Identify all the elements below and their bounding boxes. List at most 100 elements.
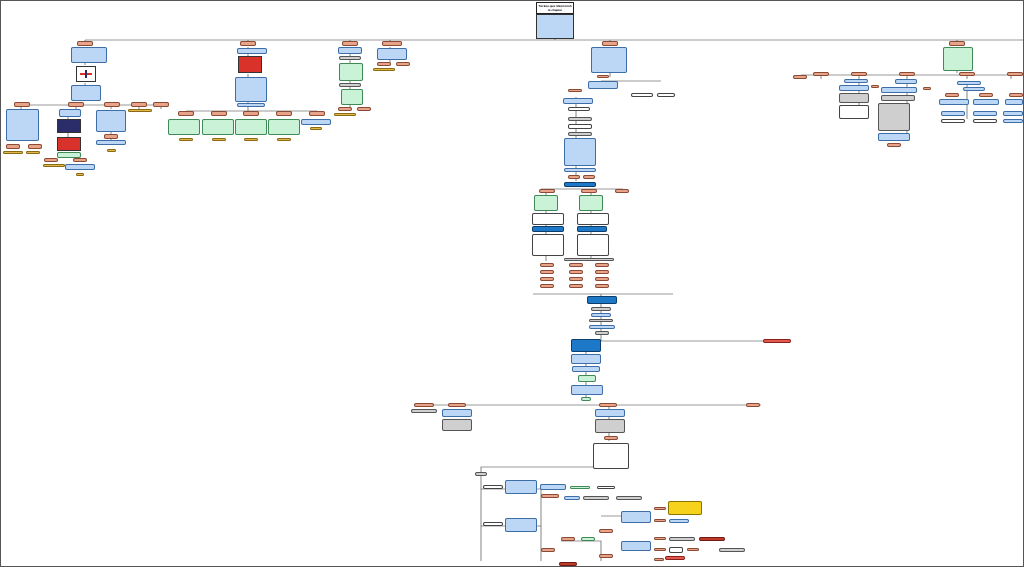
topic-node[interactable] <box>599 554 613 558</box>
note-node[interactable] <box>96 140 126 145</box>
grey-node[interactable] <box>878 103 910 131</box>
note-node[interactable] <box>338 47 362 54</box>
topic-node[interactable] <box>654 507 666 510</box>
topic-node[interactable] <box>77 41 93 46</box>
white-node[interactable] <box>631 93 653 97</box>
alert-node[interactable] <box>699 537 725 541</box>
white-node[interactable] <box>532 234 564 256</box>
note-node[interactable] <box>839 85 869 91</box>
leaf-node[interactable] <box>212 138 226 141</box>
topic-node[interactable] <box>28 144 42 149</box>
emphasis-node[interactable] <box>577 226 607 232</box>
leaf-node[interactable] <box>128 109 152 112</box>
topic-node[interactable] <box>687 548 699 551</box>
green-note-node[interactable] <box>570 486 590 489</box>
topic-node[interactable] <box>561 537 575 541</box>
green-note-node[interactable] <box>534 195 558 211</box>
leaf-node[interactable] <box>310 127 322 130</box>
note-node[interactable] <box>895 79 917 84</box>
topic-node[interactable] <box>899 72 915 76</box>
green-note-node[interactable] <box>341 89 363 105</box>
leaf-node[interactable] <box>373 68 395 71</box>
topic-node[interactable] <box>595 277 609 281</box>
topic-node[interactable] <box>602 41 618 46</box>
note-node[interactable] <box>973 111 997 116</box>
topic-node[interactable] <box>1009 93 1023 97</box>
note-node[interactable] <box>563 98 593 104</box>
topic-node[interactable] <box>654 519 666 522</box>
note-node[interactable] <box>963 87 985 91</box>
emphasis-node[interactable] <box>564 182 596 187</box>
topic-node[interactable] <box>338 107 352 111</box>
green-note-node[interactable] <box>578 375 596 382</box>
topic-node[interactable] <box>414 403 434 407</box>
topic-node[interactable] <box>540 263 554 267</box>
grey-node[interactable] <box>583 496 609 500</box>
topic-node[interactable] <box>569 284 583 288</box>
white-node[interactable] <box>973 119 997 123</box>
note-node[interactable] <box>571 354 601 364</box>
topic-node[interactable] <box>211 111 227 116</box>
note-node[interactable] <box>572 366 600 372</box>
grey-node[interactable] <box>616 496 642 500</box>
topic-node[interactable] <box>153 102 169 107</box>
topic-node[interactable] <box>541 548 555 552</box>
topic-node[interactable] <box>44 158 58 162</box>
note-node[interactable] <box>881 87 917 93</box>
note-node[interactable] <box>591 47 627 73</box>
note-node[interactable] <box>505 518 537 532</box>
white-node[interactable] <box>839 105 869 119</box>
topic-node[interactable] <box>131 102 147 107</box>
white-node[interactable] <box>597 486 615 489</box>
topic-node[interactable] <box>949 41 965 46</box>
topic-node[interactable] <box>276 111 292 116</box>
grey-node[interactable] <box>564 258 614 261</box>
alert-node[interactable] <box>559 562 577 566</box>
note-node[interactable] <box>564 138 596 166</box>
topic-node[interactable] <box>540 284 554 288</box>
note-node[interactable] <box>957 81 981 85</box>
topic-node[interactable] <box>599 403 617 407</box>
topic-node[interactable] <box>746 403 760 407</box>
green-note-node[interactable] <box>268 119 300 135</box>
topic-node[interactable] <box>309 111 325 116</box>
green-note-node[interactable] <box>943 47 973 71</box>
topic-node[interactable] <box>569 277 583 281</box>
green-note-node[interactable] <box>339 63 363 81</box>
topic-node[interactable] <box>357 107 371 111</box>
note-node[interactable] <box>65 164 95 170</box>
topic-node[interactable] <box>581 189 597 193</box>
topic-node[interactable] <box>569 263 583 267</box>
topic-node[interactable] <box>104 102 120 107</box>
leaf-node[interactable] <box>3 151 23 154</box>
note-node[interactable] <box>591 313 611 317</box>
white-node[interactable] <box>669 547 683 553</box>
note-node[interactable] <box>96 110 126 132</box>
note-node[interactable] <box>505 480 537 494</box>
topic-node[interactable] <box>813 72 829 76</box>
topic-node[interactable] <box>540 277 554 281</box>
topic-node[interactable] <box>382 41 402 46</box>
topic-node[interactable] <box>595 284 609 288</box>
white-node[interactable] <box>483 485 503 489</box>
note-node[interactable] <box>621 511 651 523</box>
green-note-node[interactable] <box>168 119 200 135</box>
topic-node[interactable] <box>793 75 807 79</box>
grey-node[interactable] <box>568 117 592 121</box>
topic-node[interactable] <box>240 41 256 46</box>
topic-node[interactable] <box>342 41 358 46</box>
topic-node[interactable] <box>871 85 879 88</box>
white-node[interactable] <box>483 522 503 526</box>
note-node[interactable] <box>1003 119 1023 123</box>
note-node[interactable] <box>301 119 331 125</box>
note-node[interactable] <box>844 79 868 83</box>
leaf-node[interactable] <box>277 138 291 141</box>
topic-node[interactable] <box>959 72 975 76</box>
topic-node[interactable] <box>68 102 84 107</box>
white-node[interactable] <box>568 107 590 111</box>
topic-node[interactable] <box>597 75 609 78</box>
alert-node[interactable] <box>763 339 791 343</box>
grey-node[interactable] <box>839 93 869 103</box>
topic-node[interactable] <box>540 270 554 274</box>
